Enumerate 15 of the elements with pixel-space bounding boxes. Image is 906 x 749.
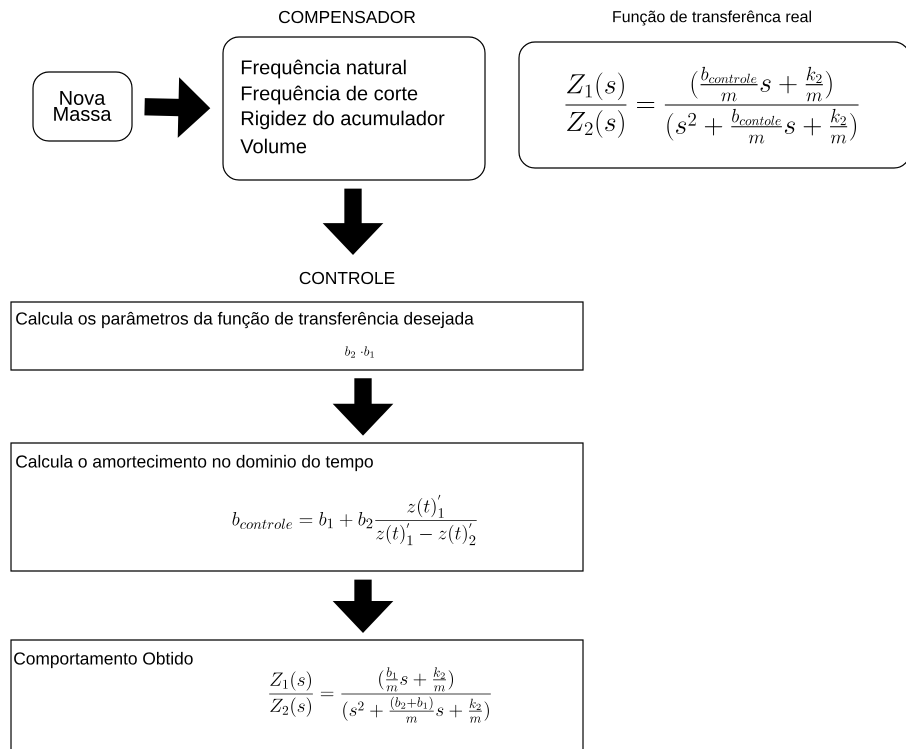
node-text: Calcula os parâmetros da função de transferência desejada	[16, 312, 474, 328]
node-text: Frequência natural	[242, 60, 406, 78]
formula: $\frac{Z_1(s)}{Z_2(s)} = \frac{(\frac{b_1}{m}s + \frac{k_2}{m})}{(s^2 + \frac{(b_2+b_1)}{m}s + \frac{k_2}{m})}$	[269, 667, 491, 723]
heading: CONTROLE	[300, 272, 394, 284]
node-text: Frequência de corte	[242, 86, 418, 104]
node-text: Nova Massa	[54, 91, 112, 121]
formula: $b_2 \ {\cdot}b_1$	[345, 346, 374, 358]
formula: $b_{controle} = b_1 + b_2\frac{z(t)_1^{'}}{z(t)_1^{'} - z(t)_2^{'}}$	[232, 494, 477, 546]
node-text: Comportamento Obtido	[14, 652, 193, 668]
node-text: Rigidez do acumulador	[242, 110, 444, 130]
heading: COMPENSADOR	[279, 10, 416, 24]
node-text: Calcula o amortecimento no dominio do tempo	[16, 454, 373, 472]
node-text: Volume	[240, 138, 306, 154]
heading: Função de transferênca real	[613, 10, 811, 26]
formula: $\frac{Z_1(s)}{Z_2(s)} = \frac{(\frac{b_{controle}}{m}s + \frac{k_2}{m})}{(s^2 + \frac{b_{contole}}{m}s + \frac{k_2}{m})}$	[565, 66, 859, 144]
